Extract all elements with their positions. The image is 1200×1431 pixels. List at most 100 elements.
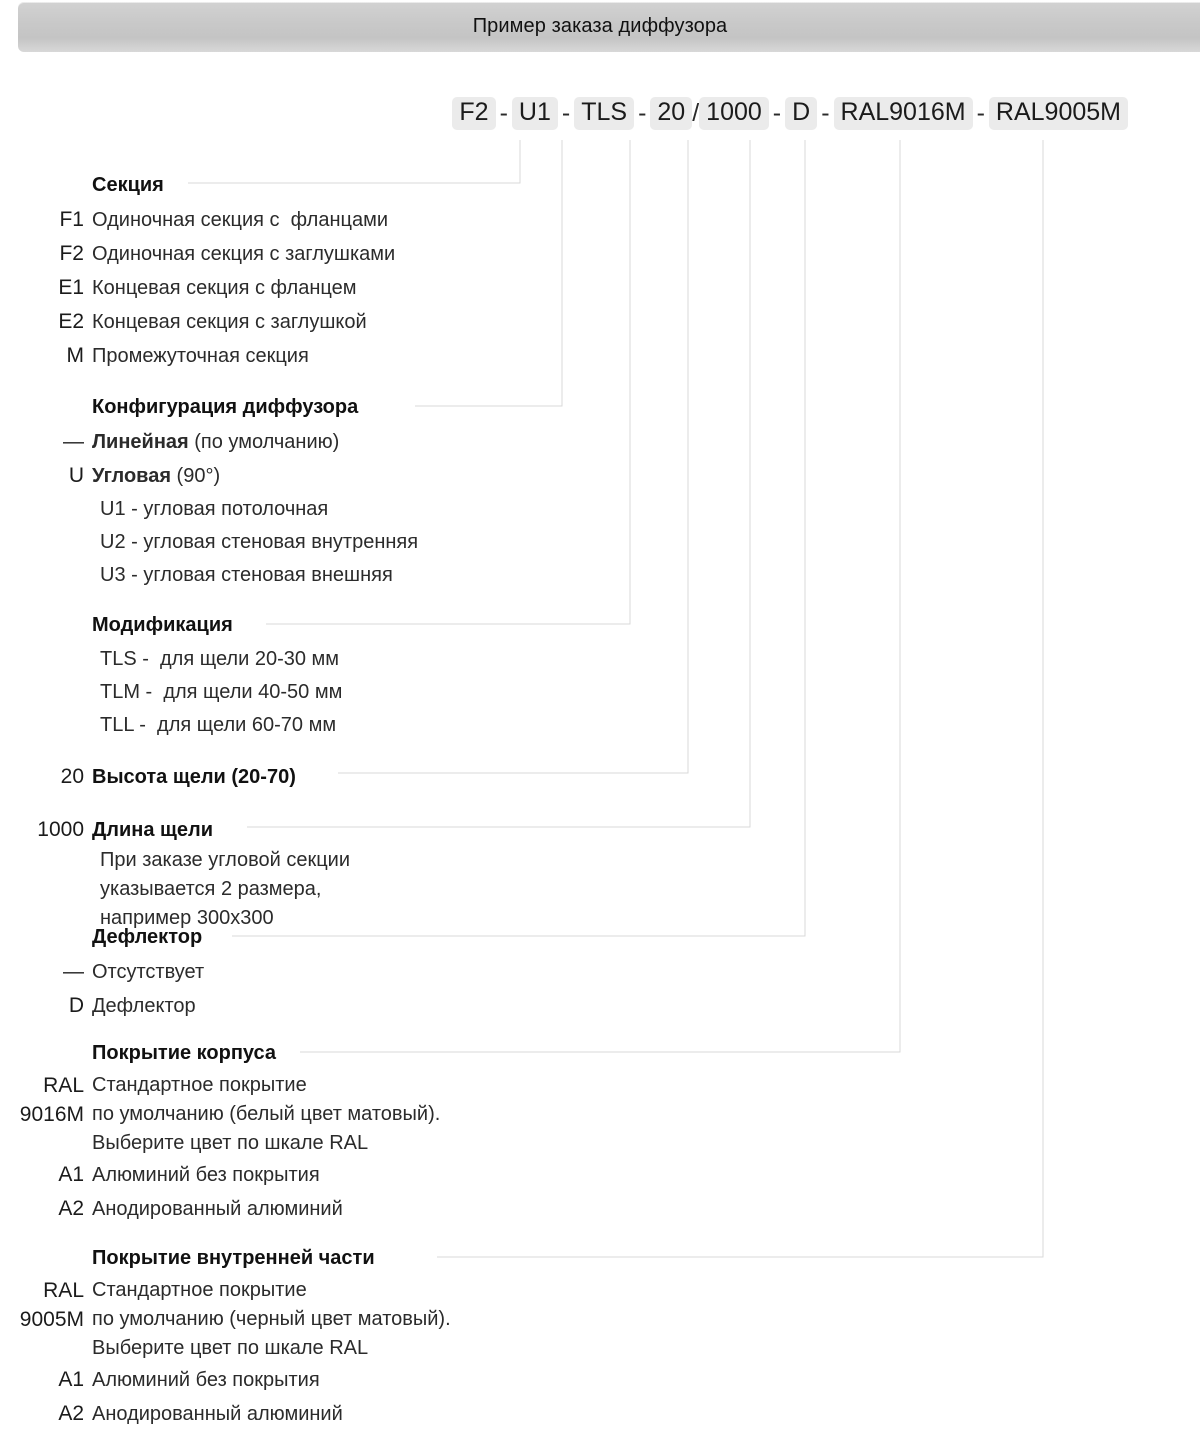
code-separator: - bbox=[638, 99, 647, 127]
block-inner-coating-header: Покрытие внутренней части bbox=[0, 1243, 700, 1276]
block-section: Секция F1 Одиночная секция с фланцами F2… bbox=[0, 170, 700, 373]
option-label: Промежуточная секция bbox=[92, 345, 309, 367]
list-item[interactable]: M Промежуточная секция bbox=[0, 339, 700, 373]
block-slot-length: 1000 Длина щели При заказе угловой секци… bbox=[0, 813, 700, 933]
list-item[interactable]: 1000 Длина щели bbox=[0, 813, 700, 846]
header-bar bbox=[18, 2, 1200, 52]
option-code-line1: RAL bbox=[43, 1074, 84, 1097]
option-label-bold: Угловая bbox=[92, 465, 171, 487]
list-item[interactable]: — Линейная (по умолчанию) bbox=[0, 425, 700, 459]
block-section-header: Секция bbox=[0, 170, 700, 203]
option-label: Одиночная секция с фланцами bbox=[92, 209, 389, 231]
list-item[interactable]: U1 - угловая потолочная bbox=[0, 493, 700, 526]
block-modification-header: Модификация bbox=[0, 610, 700, 643]
list-item[interactable]: A2 Анодированный алюминий bbox=[0, 1397, 700, 1431]
list-item[interactable]: A1 Алюминий без покрытия bbox=[0, 1363, 700, 1397]
option-label: Одиночная секция с заглушками bbox=[92, 243, 396, 265]
code-slash: / bbox=[692, 99, 700, 127]
code-token-modification[interactable]: TLS bbox=[574, 97, 635, 130]
option-label-bold: Линейная bbox=[92, 431, 189, 453]
option-code: F2 bbox=[59, 242, 84, 265]
list-item[interactable]: U3 - угловая стеновая внешняя bbox=[0, 559, 700, 592]
option-label: U1 - угловая потолочная bbox=[100, 498, 329, 520]
list-item[interactable]: U2 - угловая стеновая внутренняя bbox=[0, 526, 700, 559]
option-label: Концевая секция с фланцем bbox=[92, 277, 357, 299]
code-token-slot-length[interactable]: 1000 bbox=[699, 97, 769, 130]
code-token-body-coating[interactable]: RAL9016M bbox=[833, 97, 973, 130]
code-separator: - bbox=[772, 99, 782, 127]
option-code-line1: RAL bbox=[43, 1279, 84, 1302]
option-code: E1 bbox=[58, 276, 84, 299]
list-item[interactable]: D Дефлектор bbox=[0, 989, 700, 1023]
option-label: TLS - для щели 20-30 мм bbox=[100, 648, 340, 670]
block-title: Покрытие корпуса bbox=[92, 1042, 277, 1064]
list-item[interactable]: A1 Алюминий без покрытия bbox=[0, 1158, 700, 1192]
code-token-inner-coating[interactable]: RAL9005M bbox=[988, 97, 1128, 130]
code-separator: - bbox=[976, 99, 985, 127]
list-item[interactable]: — Отсутствует bbox=[0, 955, 700, 989]
list-item[interactable]: F2 Одиночная секция с заглушками bbox=[0, 237, 700, 271]
option-code-line2: 9016M bbox=[19, 1103, 84, 1126]
code-token-deflector[interactable]: D bbox=[785, 97, 818, 130]
list-item[interactable]: TLM - для щели 40-50 мм bbox=[0, 676, 700, 709]
code-token-configuration[interactable]: U1 bbox=[511, 97, 558, 130]
list-item[interactable]: 20 Высота щели (20-70) bbox=[0, 760, 700, 793]
block-title: Дефлектор bbox=[92, 926, 203, 948]
block-slot-height: 20 Высота щели (20-70) bbox=[0, 760, 700, 793]
list-item[interactable]: E2 Концевая секция с заглушкой bbox=[0, 305, 700, 339]
list-item[interactable]: RAL 9005M Стандартное покрытие по умолча… bbox=[0, 1276, 700, 1363]
code-separator: - bbox=[821, 99, 830, 127]
block-title: Конфигурация диффузора bbox=[92, 396, 359, 418]
block-title: Модификация bbox=[92, 614, 233, 636]
option-label: (90°) bbox=[171, 465, 221, 487]
option-label: (по умолчанию) bbox=[188, 431, 340, 453]
block-body-coating-header: Покрытие корпуса bbox=[0, 1038, 700, 1071]
block-title: Высота щели (20-70) bbox=[92, 766, 296, 788]
option-code: A2 bbox=[58, 1197, 84, 1220]
option-code: U bbox=[68, 464, 84, 487]
list-item[interactable]: A2 Анодированный алюминий bbox=[0, 1192, 700, 1226]
option-label: TLL - для щели 60-70 мм bbox=[100, 714, 337, 736]
list-item[interactable]: RAL 9016M Стандартное покрытие по умолча… bbox=[0, 1071, 700, 1158]
option-code: — bbox=[63, 960, 84, 983]
option-label: TLM - для щели 40-50 мм bbox=[100, 681, 343, 703]
list-item[interactable]: U Угловая (90°) bbox=[0, 459, 700, 493]
block-modification: Модификация TLS - для щели 20-30 мм TLM … bbox=[0, 610, 700, 742]
code-separator: - bbox=[561, 99, 571, 127]
block-title: Длина щели bbox=[92, 819, 214, 841]
option-label: Анодированный алюминий bbox=[92, 1198, 343, 1220]
block-configuration-header: Конфигурация диффузора bbox=[0, 392, 700, 425]
option-code: E2 bbox=[58, 310, 84, 333]
block-body-coating: Покрытие корпуса RAL 9016M Стандартное п… bbox=[0, 1038, 700, 1226]
block-deflector-header: Дефлектор bbox=[0, 922, 700, 955]
option-label: Алюминий без покрытия bbox=[92, 1369, 320, 1391]
option-code: F1 bbox=[59, 208, 84, 231]
note-text: При заказе угловой секции указывается 2 … bbox=[100, 849, 351, 929]
option-code: D bbox=[68, 994, 84, 1017]
option-label: Анодированный алюминий bbox=[92, 1403, 343, 1425]
block-deflector: Дефлектор — Отсутствует D Дефлектор bbox=[0, 922, 700, 1023]
list-item[interactable]: TLL - для щели 60-70 мм bbox=[0, 709, 700, 742]
code-separator: - bbox=[499, 99, 508, 127]
list-item[interactable]: F1 Одиночная секция с фланцами bbox=[0, 203, 700, 237]
option-label: U2 - угловая стеновая внутренняя bbox=[100, 531, 419, 553]
list-item[interactable]: TLS - для щели 20-30 мм bbox=[0, 643, 700, 676]
block-note: При заказе угловой секции указывается 2 … bbox=[0, 846, 700, 933]
option-code: — bbox=[63, 430, 84, 453]
list-item[interactable]: E1 Концевая секция с фланцем bbox=[0, 271, 700, 305]
option-code: A2 bbox=[58, 1402, 84, 1425]
block-configuration: Конфигурация диффузора — Линейная (по ум… bbox=[0, 392, 700, 592]
option-code: 1000 bbox=[37, 818, 84, 841]
option-code: A1 bbox=[58, 1163, 84, 1186]
option-label: Алюминий без покрытия bbox=[92, 1164, 320, 1186]
option-code: A1 bbox=[58, 1368, 84, 1391]
option-code: 20 bbox=[60, 765, 84, 788]
option-label: Концевая секция с заглушкой bbox=[92, 311, 367, 333]
option-label: Отсутствует bbox=[92, 961, 205, 983]
option-code-line2: 9005M bbox=[19, 1308, 84, 1331]
code-token-section[interactable]: F2 bbox=[452, 97, 496, 130]
code-token-slot-height[interactable]: 20 bbox=[650, 97, 693, 130]
order-code-row: F2 - U1 - TLS - 20 / 1000 - D - RAL9016M… bbox=[0, 97, 1200, 130]
block-inner-coating: Покрытие внутренней части RAL 9005M Стан… bbox=[0, 1243, 700, 1431]
block-title: Секция bbox=[92, 174, 164, 196]
